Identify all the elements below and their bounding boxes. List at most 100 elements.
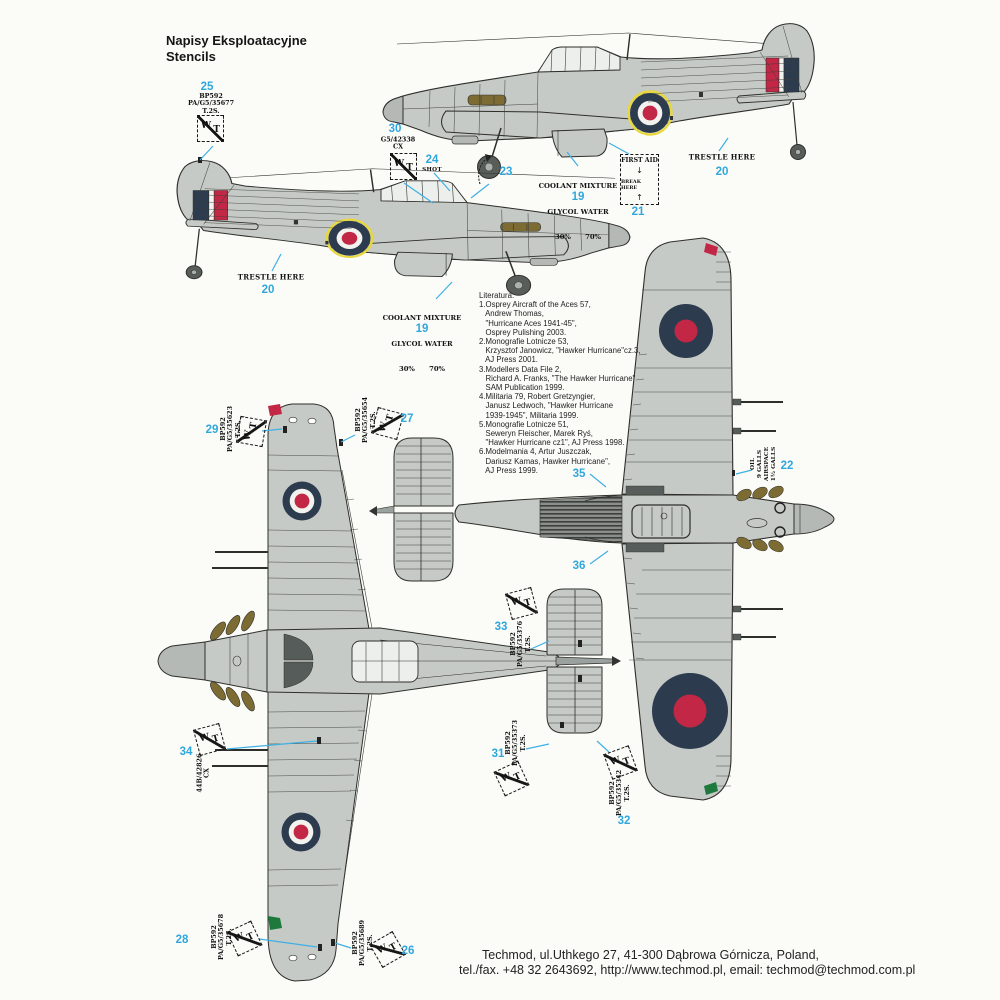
callout-29-number: 29	[205, 424, 219, 436]
rudder-top	[555, 656, 616, 666]
coolant-line2: GLYCOL WATER	[391, 339, 453, 348]
callout-25-stencil-box: W T	[197, 115, 224, 142]
callout-27-number: 27	[400, 413, 414, 425]
radiator-ribs	[641, 507, 683, 536]
stringer-lines	[640, 55, 796, 103]
callout-21-number: 21	[631, 206, 645, 218]
tail-arrow	[369, 506, 377, 516]
callout-22-code: OIL 9 GALLS AIRSPACE 1½ GALLS	[749, 446, 777, 482]
tailplane-upper	[546, 588, 603, 656]
port-tip-marking	[268, 404, 282, 416]
callout-22-number: 22	[780, 460, 794, 472]
callout-33-code: BP592 PA/G5/35376 T.2S.	[508, 620, 532, 668]
fuselage-roundel	[627, 90, 673, 136]
literature-entry: 4.Militaria 79, Robert Gretzyngier, Janu…	[479, 392, 614, 420]
callout-25-number: 25	[200, 81, 214, 93]
coolant-label-top: COOLANT MIXTURE GLYCOL WATER 30% 70%	[539, 165, 618, 259]
literature-entry: 2.Monografie Lotnicze 53, Krzysztof Jano…	[479, 337, 641, 365]
stencil-w: W	[377, 420, 391, 434]
callout-29-stencil-box: W T	[235, 415, 268, 448]
wing-starboard	[621, 237, 734, 496]
callout-34-code: 44B/42826 CX	[195, 753, 211, 793]
fabric-stripes	[539, 495, 623, 543]
trestle-label-bottom: TRESTLE HERE	[237, 272, 305, 282]
wing-fillet	[584, 536, 623, 544]
fuselage-detail	[660, 512, 668, 520]
arrow-up-icon: ↑	[636, 192, 643, 202]
antenna-wire	[396, 32, 800, 47]
stencil-w: W	[232, 931, 247, 945]
callout-19-number: 19	[571, 191, 585, 203]
break-here-label: BREAK HERE	[621, 178, 641, 191]
callout-30-stencil-box: W T	[390, 153, 417, 180]
callout-19b-number: 19	[415, 323, 429, 335]
wing-roundel-lower	[281, 812, 321, 852]
leader-lines	[199, 137, 753, 949]
wing-panel-lines	[267, 454, 373, 901]
stencil-w: W	[609, 755, 622, 769]
spinner	[382, 95, 404, 125]
literature-entry: 6.Modelmania 4, Artur Juszczak, Dariusz …	[479, 447, 611, 475]
callout-26-number: 26	[401, 945, 415, 957]
callout-24-number: 24	[425, 154, 439, 166]
gun-barrels	[212, 551, 268, 767]
wheel-bay	[625, 542, 665, 553]
coolant-line2: GLYCOL WATER	[547, 207, 609, 216]
trestle-label-top: TRESTLE HERE	[688, 152, 756, 162]
tailplane-starboard	[393, 437, 454, 507]
tailplane-lower	[546, 666, 603, 734]
callout-23-number: 23	[499, 166, 513, 178]
callout-30-code: G5/42338 CX	[380, 135, 416, 151]
tailplane-side	[736, 90, 807, 104]
gun-port	[774, 526, 786, 538]
canopy-frames	[537, 46, 621, 73]
tail-arrow	[612, 656, 621, 666]
underwing-roundel-port	[652, 673, 728, 749]
stencil-t: T	[248, 421, 260, 430]
callout-36-number: 36	[572, 560, 586, 572]
spinner	[793, 503, 835, 535]
chin-intake	[746, 518, 768, 528]
gun-fairings	[732, 398, 742, 641]
literature-list: Literatura: 1.Osprey Aircraft of the Ace…	[479, 291, 641, 475]
gear-strut	[491, 127, 502, 158]
radiator	[551, 128, 608, 158]
stencil-t: T	[245, 931, 256, 944]
canopy-top	[351, 640, 419, 683]
title-line-2: Stencils	[166, 48, 216, 64]
callout-31-code: BP592 PA/G5/35373 T.2S.	[503, 719, 527, 767]
stencil-w: W	[499, 771, 514, 785]
stencil-t: T	[384, 413, 397, 423]
tailplane-port	[393, 512, 454, 582]
coolant-line3: 30% 70%	[554, 233, 602, 241]
stencil-marks	[670, 92, 703, 120]
stencil-w: W	[394, 159, 405, 169]
walkway-shading	[283, 633, 314, 689]
antenna-mast	[626, 33, 631, 61]
wheel-bay	[625, 485, 665, 496]
callout-20-number: 20	[715, 166, 729, 178]
tip-lights	[288, 416, 317, 962]
radiator-bath	[631, 504, 691, 539]
stencil-t: T	[213, 125, 220, 135]
first-aid-stencil-box: FIRST AID ↓ BREAK HERE ↑	[620, 154, 659, 205]
callout-20b-number: 20	[261, 284, 275, 296]
propeller-blades	[210, 610, 255, 712]
stencil-w: W	[201, 121, 212, 131]
coolant-line1: COOLANT MIXTURE	[538, 182, 618, 190]
tip-marking	[704, 782, 718, 795]
callout-24-label: SHOT	[422, 167, 442, 173]
literature-entry: 3.Modellers Data File 2, Richard A. Fran…	[479, 364, 636, 393]
carb-intake	[451, 135, 479, 145]
stencil-w: W	[375, 942, 390, 957]
exhaust-stubs	[467, 94, 507, 106]
stencil-w: W	[510, 596, 523, 609]
wing-port	[621, 542, 734, 801]
callout-34-number: 34	[179, 746, 193, 758]
callout-31-number: 31	[491, 748, 505, 760]
gun-port	[774, 502, 786, 514]
wing-panel-lines	[623, 251, 733, 787]
footer-contact-line: tel./fax. +48 32 2643692, http://www.tec…	[459, 963, 916, 977]
canopy-release-arc	[478, 154, 492, 185]
